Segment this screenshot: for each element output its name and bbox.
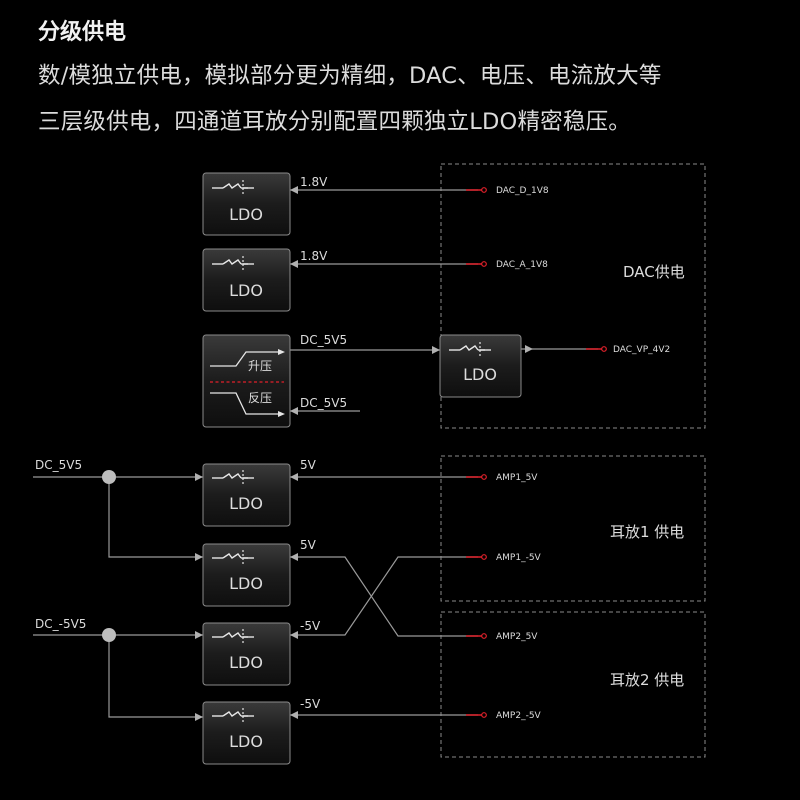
wire-label-3: DC_5V5 <box>300 333 347 347</box>
output-label-amp2-n: AMP2_-5V <box>496 711 542 721</box>
output-label-amp2-p: AMP2_5V <box>496 632 538 642</box>
terminal-amp1-p <box>466 474 487 480</box>
terminal-dac-vp <box>586 346 607 352</box>
description-line-2: 三层级供电，四通道耳放分别配置四颗独立LDO精密稳压。 <box>38 109 631 135</box>
ldo-box-amp2-p: LDO <box>202 622 291 686</box>
wire-label-5: 5V <box>300 458 317 472</box>
boost-curve-icon <box>210 351 282 367</box>
invert-curve-icon <box>210 392 282 415</box>
wire-label-6: 5V <box>300 538 317 552</box>
output-label-amp1-p: AMP1_5V <box>496 473 538 483</box>
section-title: 分级供电 <box>38 20 127 45</box>
ldo-label: LDO <box>229 732 263 751</box>
wire-labels: 1.8V 1.8V DC_5V5 DC_5V5 5V 5V -5V -5V DC… <box>35 175 347 711</box>
dac-arrowheads <box>290 186 533 415</box>
input-label-neg: DC_-5V5 <box>35 617 86 631</box>
junction-node-neg <box>102 628 116 642</box>
amp1-group-frame <box>440 455 706 602</box>
group-label-amp1: 耳放1 供电 <box>610 523 684 541</box>
ldo-box-amp1-p: LDO <box>202 463 291 527</box>
input-wires <box>33 476 203 718</box>
output-label-amp1-n: AMP1_-5V <box>496 553 542 563</box>
ldo-label: LDO <box>463 365 497 384</box>
ldo-label: LDO <box>229 494 263 513</box>
junction-node-pos <box>102 470 116 484</box>
output-label-dac-a: DAC_A_1V8 <box>496 260 548 270</box>
group-label-dac: DAC供电 <box>623 263 685 281</box>
terminal-amp1-n <box>466 554 487 560</box>
ldo-label: LDO <box>229 281 263 300</box>
dac-group-frame <box>440 163 706 429</box>
amp-arrowheads <box>290 473 298 719</box>
input-arrowheads <box>195 473 203 721</box>
ldo-label: LDO <box>229 205 263 224</box>
terminal-amp2-p <box>466 633 487 639</box>
description-line-1: 数/模独立供电，模拟部分更为精细，DAC、电压、电流放大等 <box>38 63 662 89</box>
dac-wires <box>290 189 598 412</box>
amp-wires <box>290 476 478 716</box>
wire-label-2: 1.8V <box>300 249 328 263</box>
ldo-label: LDO <box>229 653 263 672</box>
ldo-box-dac-d: LDO <box>202 172 291 236</box>
ldo-box-dac-a: LDO <box>202 248 291 312</box>
ldo-box-amp1-n: LDO <box>202 543 291 607</box>
output-terminals <box>466 187 607 718</box>
terminal-dac-a <box>466 261 487 267</box>
group-labels: DAC供电 耳放1 供电 耳放2 供电 <box>610 263 685 689</box>
input-label-pos: DC_5V5 <box>35 458 82 472</box>
wire-label-4: DC_5V5 <box>300 396 347 410</box>
wire-label-8: -5V <box>300 697 321 711</box>
wire-label-7: -5V <box>300 619 321 633</box>
terminal-amp2-n <box>466 712 487 718</box>
converter-box: 升压 反压 <box>202 334 291 428</box>
group-label-amp2: 耳放2 供电 <box>610 671 684 689</box>
ldo-label: LDO <box>229 574 263 593</box>
invert-label: 反压 <box>248 391 272 405</box>
ldo-box-dac-vp: LDO <box>439 334 522 398</box>
ldo-box-amp2-n: LDO <box>202 701 291 765</box>
boost-label: 升压 <box>248 359 272 373</box>
terminal-dac-d <box>466 187 487 193</box>
amp2-group-frame <box>440 611 706 758</box>
output-labels: DAC_D_1V8 DAC_A_1V8 DAC_VP_4V2 AMP1_5V A… <box>496 186 670 721</box>
output-label-dac-vp: DAC_VP_4V2 <box>613 345 670 355</box>
output-label-dac-d: DAC_D_1V8 <box>496 186 549 196</box>
wire-label-1: 1.8V <box>300 175 328 189</box>
